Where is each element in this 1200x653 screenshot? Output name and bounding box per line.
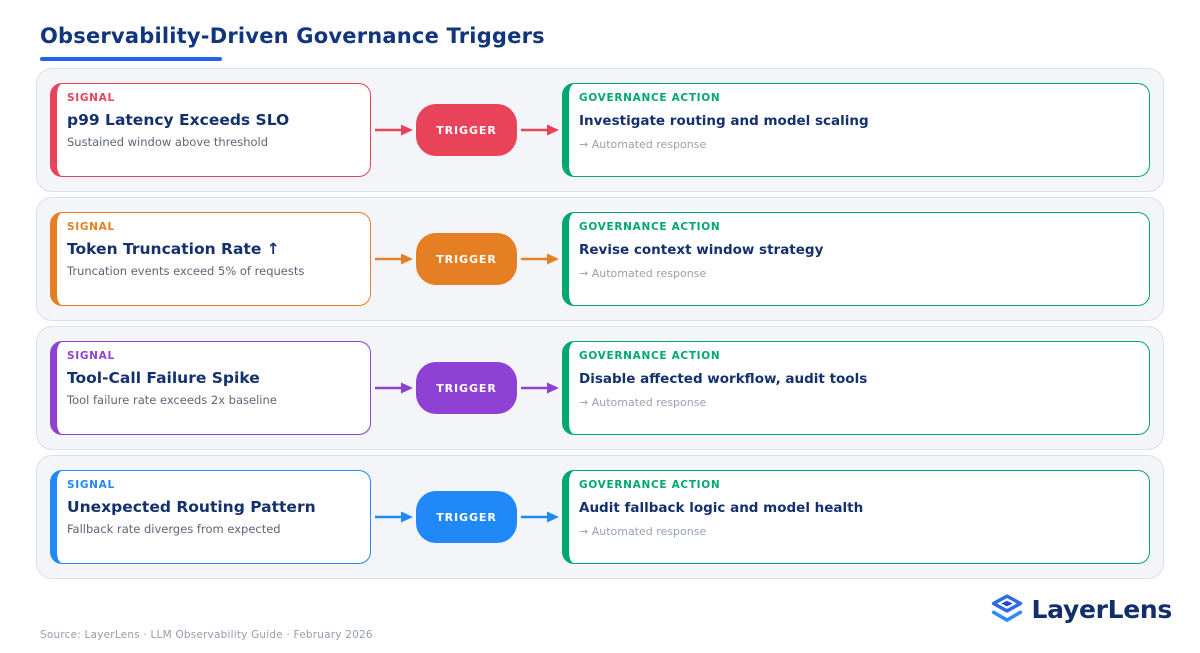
trigger-label: TRIGGER <box>436 123 497 137</box>
layers-icon <box>991 593 1022 622</box>
flow-arrow-icon <box>517 381 562 395</box>
governance-action-card: GOVERNANCE ACTION Disable affected workf… <box>562 341 1150 435</box>
flow-arrow-icon <box>517 123 562 137</box>
signal-description: Fallback rate diverges from expected <box>67 522 281 536</box>
governance-action-label: GOVERNANCE ACTION <box>579 350 721 362</box>
signal-card: SIGNAL Token Truncation Rate ↑ Truncatio… <box>50 212 371 306</box>
brand-name: LayerLens <box>1031 594 1173 624</box>
governance-action-title: Audit fallback logic and model health <box>579 500 864 516</box>
signal-card: SIGNAL p99 Latency Exceeds SLO Sustained… <box>50 83 371 177</box>
governance-action-card: GOVERNANCE ACTION Audit fallback logic a… <box>562 470 1150 564</box>
automated-response-note: → Automated response <box>579 138 707 151</box>
signal-description: Sustained window above threshold <box>67 135 269 149</box>
trigger-badge: TRIGGER <box>416 104 517 156</box>
governance-action-card: GOVERNANCE ACTION Investigate routing an… <box>562 83 1150 177</box>
trigger-row-truncation: SIGNAL Token Truncation Rate ↑ Truncatio… <box>36 197 1164 321</box>
signal-title: Unexpected Routing Pattern <box>67 498 316 516</box>
governance-action-label: GOVERNANCE ACTION <box>579 221 721 233</box>
trigger-row-latency: SIGNAL p99 Latency Exceeds SLO Sustained… <box>36 68 1164 192</box>
title-underline <box>40 57 222 61</box>
trigger-label: TRIGGER <box>436 510 497 524</box>
signal-description: Tool failure rate exceeds 2x baseline <box>67 393 277 407</box>
trigger-badge: TRIGGER <box>416 362 517 414</box>
governance-action-card: GOVERNANCE ACTION Revise context window … <box>562 212 1150 306</box>
signal-label: SIGNAL <box>67 92 115 104</box>
governance-action-title: Investigate routing and model scaling <box>579 113 869 129</box>
signal-title: Tool-Call Failure Spike <box>67 369 260 387</box>
flow-arrow-icon <box>371 252 416 266</box>
trigger-row-routing: SIGNAL Unexpected Routing Pattern Fallba… <box>36 455 1164 579</box>
flow-arrow-icon <box>371 510 416 524</box>
signal-label: SIGNAL <box>67 350 115 362</box>
signal-description: Truncation events exceed 5% of requests <box>67 264 305 278</box>
governance-action-title: Revise context window strategy <box>579 242 824 258</box>
trigger-label: TRIGGER <box>436 381 497 395</box>
signal-title: Token Truncation Rate ↑ <box>67 240 280 258</box>
flow-arrow-icon <box>371 123 416 137</box>
flow-arrow-icon <box>517 510 562 524</box>
trigger-row-toolcall: SIGNAL Tool-Call Failure Spike Tool fail… <box>36 326 1164 450</box>
governance-action-title: Disable affected workflow, audit tools <box>579 371 868 387</box>
trigger-rows: SIGNAL p99 Latency Exceeds SLO Sustained… <box>36 68 1164 579</box>
automated-response-note: → Automated response <box>579 267 707 280</box>
trigger-badge: TRIGGER <box>416 233 517 285</box>
source-attribution: Source: LayerLens · LLM Observability Gu… <box>40 629 373 641</box>
governance-action-label: GOVERNANCE ACTION <box>579 92 721 104</box>
brand-logo: LayerLens <box>990 591 1172 627</box>
flow-arrow-icon <box>371 381 416 395</box>
automated-response-note: → Automated response <box>579 525 707 538</box>
signal-label: SIGNAL <box>67 221 115 233</box>
signal-card: SIGNAL Unexpected Routing Pattern Fallba… <box>50 470 371 564</box>
signal-label: SIGNAL <box>67 479 115 491</box>
page-title: Observability-Driven Governance Triggers <box>40 24 545 48</box>
automated-response-note: → Automated response <box>579 396 707 409</box>
trigger-label: TRIGGER <box>436 252 497 266</box>
flow-arrow-icon <box>517 252 562 266</box>
signal-card: SIGNAL Tool-Call Failure Spike Tool fail… <box>50 341 371 435</box>
governance-action-label: GOVERNANCE ACTION <box>579 479 721 491</box>
page-header: Observability-Driven Governance Triggers <box>40 23 1160 61</box>
trigger-badge: TRIGGER <box>416 491 517 543</box>
signal-title: p99 Latency Exceeds SLO <box>67 111 290 129</box>
